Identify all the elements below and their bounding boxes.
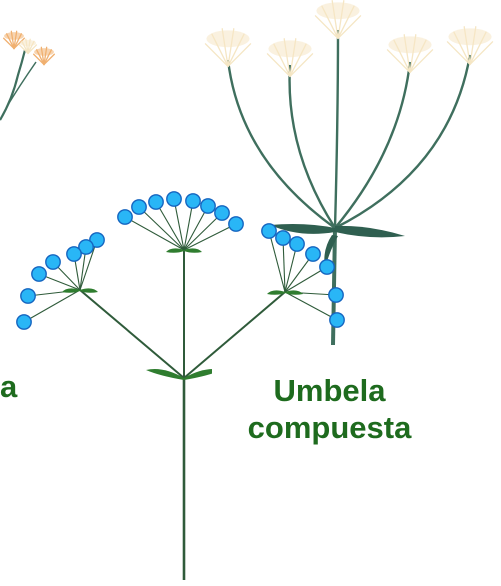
fennel-ray [333,29,340,229]
flower-bud [328,287,344,303]
primary-ray [183,291,286,379]
secondary-ray [138,206,185,251]
secondary-ray [183,200,194,251]
flower-bud [275,230,291,246]
flower-bud [228,216,244,232]
flower-bud [289,236,305,252]
flower-bud [214,205,230,221]
fennel-ray [334,54,472,230]
involucel-bract [80,288,98,293]
fennel-ray [288,64,337,229]
flower-bud [200,198,216,214]
involucre-bract [146,369,184,380]
flower-bud [31,266,47,282]
flower-bud [89,232,105,248]
involucel-bract [62,288,80,293]
secondary-ray [155,201,185,251]
secondary-ray [284,243,298,293]
flower-bud [319,259,335,275]
top-left-partial-plant-photo [0,30,55,121]
secondary-ray [124,216,185,251]
flower-bud [66,246,82,262]
right-umbellet [261,223,345,328]
partial-floret [18,38,38,55]
involucel-bract [285,290,303,295]
partial-floret [33,46,55,66]
fennel-bract [335,225,405,238]
fennel-umbellet [266,38,314,78]
secondary-ray [284,266,328,293]
fennel-umbel-photo [204,0,494,346]
fennel-ray [226,59,336,229]
secondary-ray [183,212,223,251]
primary-ray [79,289,185,379]
secondary-ray [282,237,286,293]
secondary-ray [23,289,81,323]
secondary-ray [79,239,98,291]
compound-umbel-label-line1: Umbela [273,373,386,408]
fennel-umbellet [314,0,362,40]
secondary-ray [183,205,209,251]
partial-floret [3,30,25,50]
fennel-ray [334,61,412,229]
involucel-bract [166,248,184,253]
flower-bud [148,194,164,210]
compound-umbel-label-line2: compuesta [247,410,412,445]
flower-bud [45,254,61,270]
flower-bud [185,193,201,209]
left-label-box [0,355,36,415]
flower-bud [16,314,32,330]
flower-bud [20,288,36,304]
secondary-ray [268,230,286,293]
central-umbellet [117,191,244,253]
fennel-umbellet [446,26,494,66]
flower-bud [305,246,321,262]
left-partial-label: a [0,369,18,404]
fennel-umbellet [386,34,434,74]
flower-bud [329,312,345,328]
involucel-bract [267,290,285,295]
flower-bud [78,239,94,255]
fennel-bract [270,224,335,234]
flower-bud [131,199,147,215]
flower-bud [166,191,182,207]
secondary-ray [183,223,237,251]
flower-bud [261,223,277,239]
compound-label-box [212,362,447,472]
secondary-ray [284,291,338,321]
left-umbellet [16,232,105,330]
secondary-ray [173,198,185,251]
fennel-umbellet [204,28,252,68]
flower-bud [117,209,133,225]
compound-umbel-diagram [16,191,345,580]
involucel-bract [184,248,202,253]
partial-stem-branch [5,61,37,109]
fennel-bract [324,235,338,268]
